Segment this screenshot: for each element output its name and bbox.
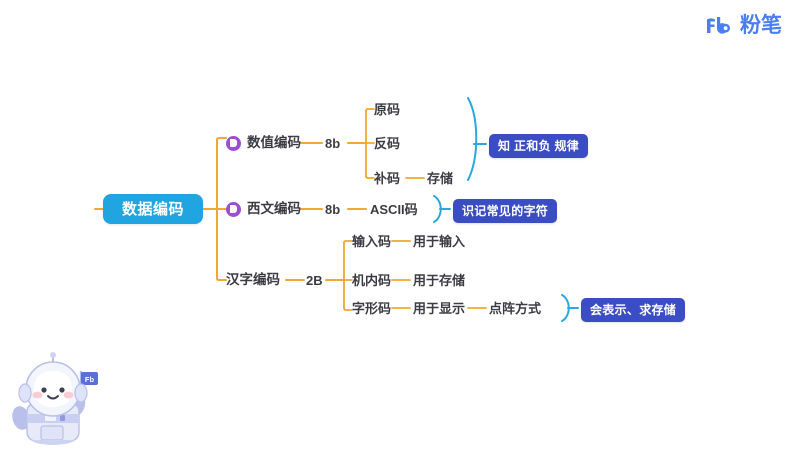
leaf-detail-storage[interactable]: 存储 (427, 170, 454, 186)
fb-logo-icon (704, 15, 734, 37)
brand-logo: 粉笔 (704, 13, 782, 39)
bits-label-chinese: 2B (306, 272, 323, 288)
purple-flag-icon (226, 135, 241, 151)
brand-name: 粉笔 (740, 14, 782, 37)
leaf-node-input-code[interactable]: 输入码 (352, 233, 392, 249)
root-node[interactable]: 数据编码 (103, 194, 203, 224)
leaf-node-internal-code[interactable]: 机内码 (352, 272, 392, 288)
leaf-detail-for-display[interactable]: 用于显示 (413, 300, 466, 316)
branch-label-western: 西文编码 (247, 201, 301, 217)
bits-label-western: 8b (325, 201, 341, 217)
leaf-node-true-form[interactable]: 原码 (374, 101, 401, 117)
leaf-node-ones-complement[interactable]: 反码 (374, 135, 401, 151)
leaf-node-ascii[interactable]: ASCII码 (370, 201, 418, 217)
badge-western[interactable]: 识记常见的字符 (453, 199, 558, 223)
leaf-detail-for-input[interactable]: 用于输入 (413, 233, 466, 249)
branch-label-chinese: 汉字编码 (226, 272, 280, 288)
badge-chinese[interactable]: 会表示、求存储 (581, 298, 686, 322)
leaf-detail-for-storage[interactable]: 用于存储 (413, 272, 466, 288)
badge-numeric[interactable]: 知 正和负 规律 (489, 134, 589, 158)
branch-node-chinese[interactable]: 汉字编码 (226, 270, 280, 290)
purple-flag-icon (226, 201, 241, 217)
mascot-flag-label: Fb (85, 375, 95, 384)
branch-node-numeric[interactable]: 数值编码 (226, 133, 301, 153)
branch-node-western[interactable]: 西文编码 (226, 199, 301, 219)
leaf-detail-dot-matrix[interactable]: 点阵方式 (489, 300, 542, 316)
leaf-node-twos-complement[interactable]: 补码 (374, 170, 401, 186)
astronaut-mascot: Fb (8, 352, 100, 450)
bits-label-numeric: 8b (325, 135, 341, 151)
branch-label-numeric: 数值编码 (247, 135, 301, 151)
leaf-node-glyph-code[interactable]: 字形码 (352, 300, 392, 316)
